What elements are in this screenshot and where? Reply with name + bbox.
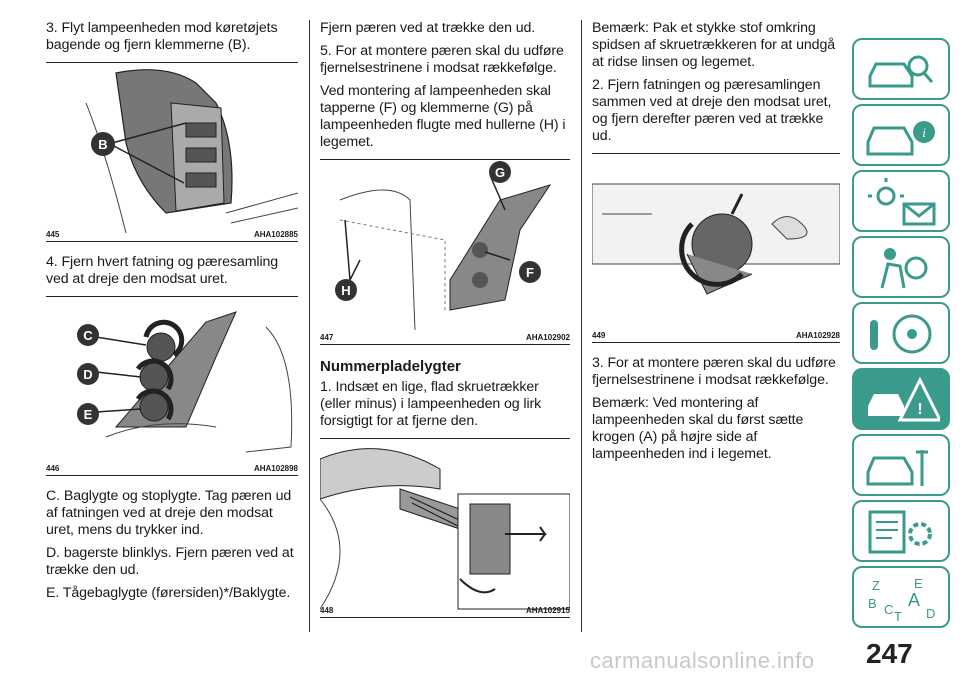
- figure-code: AHA102915: [525, 606, 570, 615]
- page-number: 247: [866, 638, 913, 669]
- warning-lights-icon: [868, 178, 936, 226]
- index-letter: T: [894, 609, 902, 622]
- figure-code: AHA102898: [253, 464, 298, 473]
- figure-446: C D E 446 AHA102898: [46, 296, 298, 476]
- figure-445: B 445 AHA102885: [46, 62, 298, 242]
- paragraph: 4. Fjern hvert fatning og pæresamling ve…: [46, 254, 279, 287]
- index-letter: B: [868, 596, 877, 611]
- callout-b: B: [98, 137, 107, 152]
- svg-text:!: !: [917, 401, 922, 418]
- paragraph: 3. For at montere pæren skal du udføre f…: [592, 355, 836, 388]
- figure-code: AHA102885: [253, 230, 298, 239]
- figure-code: AHA102902: [525, 333, 570, 342]
- figure-number: 448: [320, 606, 334, 615]
- bulb-sockets-illustration: C D E: [77, 311, 293, 453]
- figure-448: 448 AHA102915: [320, 438, 570, 618]
- tab-car-info[interactable]: i: [852, 104, 950, 166]
- figure-number: 449: [592, 331, 606, 340]
- index-letter: Z: [872, 578, 880, 593]
- figure-caption: 449 AHA102928: [592, 328, 840, 340]
- svg-text:i: i: [922, 125, 926, 140]
- paragraph: 3. Flyt lampeenheden mod køretøjets bage…: [46, 20, 278, 53]
- paragraph: E. Tågebaglygte (førersiden)*/Baklygte.: [46, 585, 291, 601]
- specs-gear-icon: [868, 510, 932, 554]
- tab-car-service[interactable]: [852, 434, 950, 496]
- callout-h: H: [341, 283, 350, 298]
- figure-code: AHA102928: [795, 331, 840, 340]
- chapter-sidebar: i ! Z E A B C D T: [852, 38, 950, 628]
- steering-key-icon: [870, 314, 932, 354]
- car-service-icon: [866, 450, 928, 486]
- paragraph: Bemærk: Ved montering af lampeenheden sk…: [592, 395, 804, 462]
- section-heading: Nummerpladelygter: [320, 358, 461, 375]
- callout-c: C: [83, 328, 93, 343]
- column-divider: [309, 20, 310, 632]
- figure-number: 445: [46, 230, 60, 239]
- alphabet-index-icon: Z E A B C D T: [868, 576, 935, 622]
- paragraph: 2. Fjern fatningen og pæresamlingen samm…: [592, 77, 832, 144]
- figure-caption: 447 AHA102902: [320, 330, 570, 342]
- paragraph: C. Baglygte og stoplygte. Tag pæren ud a…: [46, 488, 292, 538]
- lamp-tabs-holes-illustration: G H F: [335, 161, 552, 331]
- index-letter: D: [926, 606, 935, 621]
- callout-d: D: [83, 367, 92, 382]
- figure-caption: 448 AHA102915: [320, 603, 570, 615]
- watermark: carmanualsonline.info: [590, 648, 815, 673]
- paragraph: 5. For at montere pæren skal du udføre f…: [320, 43, 564, 76]
- index-letter: C: [884, 602, 893, 617]
- tab-car-search[interactable]: [852, 38, 950, 100]
- callout-e: E: [84, 407, 93, 422]
- tab-steering-key[interactable]: [852, 302, 950, 364]
- column-3: Bemærk: Pak et stykke stof omkring spids…: [592, 20, 840, 469]
- socket-removal-illustration: [592, 183, 840, 295]
- figure-449: 449 AHA102928: [592, 153, 840, 343]
- column-1: 3. Flyt lampeenheden mod køretøjets bage…: [46, 20, 298, 608]
- paragraph: 1. Indsæt en lige, flad skruetrækker (el…: [320, 379, 542, 429]
- car-info-icon: i: [866, 121, 935, 156]
- figure-caption: 446 AHA102898: [46, 461, 298, 473]
- paragraph: Fjern pæren ved at trække den ud.: [320, 20, 536, 36]
- airbag-person-icon: [880, 248, 928, 289]
- callout-g: G: [495, 165, 505, 180]
- figure-number: 447: [320, 333, 334, 342]
- tab-airbag[interactable]: [852, 236, 950, 298]
- figure-447: G H F 447 AHA102902: [320, 159, 570, 345]
- column-2: Fjern pæren ved at trække den ud. 5. For…: [320, 20, 570, 630]
- figure-number: 446: [46, 464, 60, 473]
- callout-f: F: [526, 265, 534, 280]
- roadside-warning-icon: !: [868, 376, 940, 422]
- paragraph: Ved montering af lampeenheden skal tappe…: [320, 83, 566, 150]
- figure-caption: 445 AHA102885: [46, 227, 298, 239]
- license-plate-lamp-illustration: [320, 448, 570, 610]
- tab-roadside-emergency[interactable]: !: [852, 368, 950, 430]
- car-search-icon: [868, 55, 934, 88]
- tab-index[interactable]: Z E A B C D T: [852, 566, 950, 628]
- tail-lamp-clips-illustration: B: [85, 69, 298, 234]
- tab-warning-lights[interactable]: [852, 170, 950, 232]
- tab-specifications[interactable]: [852, 500, 950, 562]
- column-divider: [581, 20, 582, 632]
- index-letter: E: [914, 576, 923, 591]
- index-letter: A: [908, 590, 920, 610]
- paragraph: D. bagerste blinklys. Fjern pæren ved at…: [46, 545, 294, 578]
- paragraph: Bemærk: Pak et stykke stof omkring spids…: [592, 20, 836, 70]
